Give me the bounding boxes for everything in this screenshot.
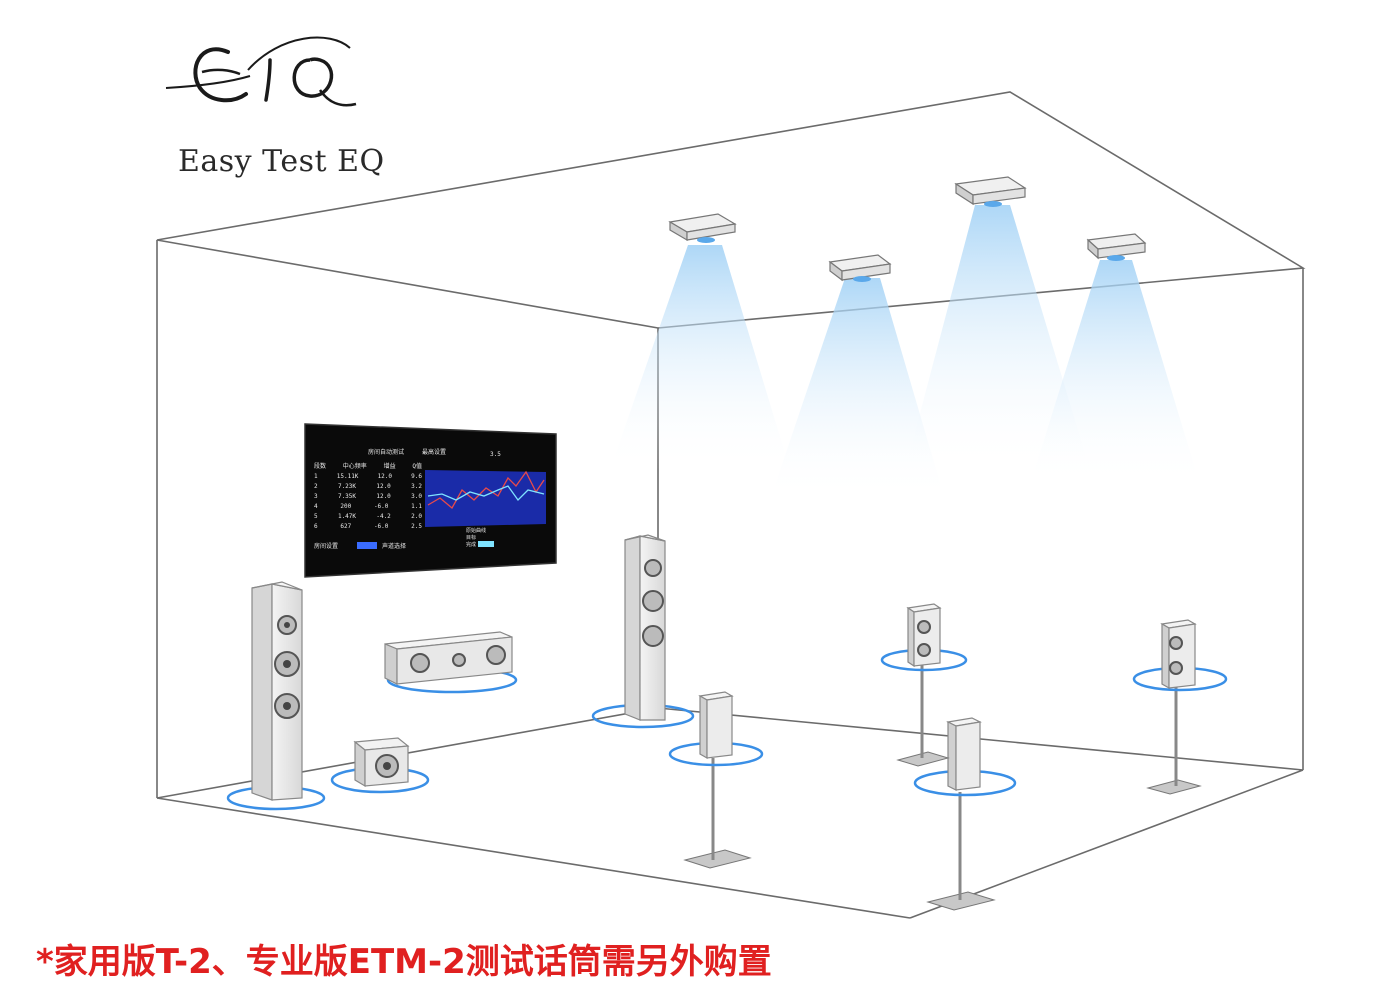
brand: Easy Test EQ xyxy=(160,30,390,180)
tv-table-cell: 1 xyxy=(314,473,318,480)
tv-screen-text: 房间自动测试 最高设置 3.5 段数 中心频率 增益 Q值 1 15.11K 12.… xyxy=(310,440,550,560)
tv-table-cell: 7.35K xyxy=(337,493,357,500)
tv-table-cell: 12.0 xyxy=(376,483,391,490)
tv-table-cell: 15.11K xyxy=(336,473,359,480)
tv-table-row: 2 7.23K 12.0 3.2 xyxy=(314,482,422,492)
tv-table-cell: 7.23K xyxy=(337,483,357,490)
tv-table-cell: 6 xyxy=(314,523,318,530)
center-driver-3 xyxy=(486,645,506,665)
tv-footer-left: 房间设置 xyxy=(314,543,339,550)
tv-table-cell: 627 xyxy=(340,523,352,530)
tv-table-cell: 1.47K xyxy=(337,513,357,520)
center-speaker xyxy=(384,631,518,694)
tv-table-header: 段数 中心频率 增益 Q值 xyxy=(314,463,422,470)
ceiling-speakers xyxy=(668,176,1147,282)
tv-table-cell: 12.0 xyxy=(376,493,391,500)
floor-front-left xyxy=(156,797,911,919)
etq-script-logo-icon xyxy=(165,36,357,107)
tv-graph-curve-cyan xyxy=(427,485,545,502)
subwoofer xyxy=(330,737,430,794)
tv-table-cell: 4 xyxy=(314,503,318,510)
tv-legend: 原始曲线 目标 完成 xyxy=(466,528,487,548)
tv-table-rows: 1 15.11K 12.0 9.6 2 7.23K 12.0 3.2 3 7.35K 12.0 3.0… xyxy=(314,472,422,532)
beam-3 xyxy=(905,205,1090,470)
beam-4 xyxy=(1030,260,1200,485)
right-tower-driver-3 xyxy=(642,625,664,647)
right-tower-speaker xyxy=(591,534,695,729)
stand-speaker-front-left xyxy=(668,691,764,869)
tv-table-cell: -6.0 xyxy=(373,503,389,510)
tv-corner-value: 3.5 xyxy=(490,451,501,458)
stand-speaker-rear-right xyxy=(1132,619,1228,795)
stand-base xyxy=(683,849,752,869)
tv-table-cell: 3.0 xyxy=(411,493,422,500)
center-driver-2 xyxy=(452,653,466,667)
tv-table-row: 3 7.35K 12.0 3.0 xyxy=(314,492,422,502)
tv-screen xyxy=(304,423,557,578)
brand-name: Easy Test EQ xyxy=(178,144,385,179)
tv-table-cell: 2.0 xyxy=(411,513,422,520)
right-tower-driver-1 xyxy=(644,559,662,577)
tv-title-right: 最高设置 xyxy=(422,449,447,456)
stand-speaker-front-right xyxy=(913,717,1017,911)
beam-2 xyxy=(770,278,945,500)
tv-table-cell: 2.5 xyxy=(411,523,422,530)
tv-table-cell: 3.2 xyxy=(411,483,422,490)
tv-highlight-cell xyxy=(357,542,377,549)
tv-table-cell: 12.0 xyxy=(377,473,393,480)
floor-front-right xyxy=(909,769,1304,919)
tv-footer-mid: 声道选择 xyxy=(382,543,407,550)
tv-table-cell: 9.6 xyxy=(411,473,422,480)
tv-table-cell: -4.2 xyxy=(376,513,391,520)
tv-graph-panel xyxy=(425,470,546,527)
ceiling-speaker-4 xyxy=(1086,233,1147,261)
stand-base xyxy=(926,891,996,911)
tv-table-cell: 200 xyxy=(340,503,352,510)
ceiling-speaker-2 xyxy=(828,254,892,282)
tv-table-cell: 1.1 xyxy=(411,503,422,510)
tv-table-row: 4 200 -6.0 1.1 xyxy=(314,502,422,512)
tv-table-row: 1 15.11K 12.0 9.6 xyxy=(314,472,422,482)
left-tower-speaker xyxy=(226,581,326,811)
tv-table-cell: 3 xyxy=(314,493,318,500)
tv-table-row: 5 1.47K -4.2 2.0 xyxy=(314,512,422,522)
right-tower-driver-2 xyxy=(642,590,664,612)
tv-table-row: 6 627 -6.0 2.5 xyxy=(314,522,422,532)
ceiling-speaker-1 xyxy=(668,213,737,243)
tv-title-left: 房间自动测试 xyxy=(368,449,405,456)
ceiling-speaker-3 xyxy=(954,176,1027,207)
tv-status-cell xyxy=(478,541,494,547)
tv-table-cell: 5 xyxy=(314,513,318,520)
ceiling-beams xyxy=(610,205,1200,500)
footnote: *家用版T-2、专业版ETM-2测试话筒需另外购置 xyxy=(36,942,772,982)
tv-table-cell: -6.0 xyxy=(373,523,389,530)
beam-1 xyxy=(610,245,790,470)
stand-speaker-rear-left xyxy=(880,603,968,767)
center-driver-1 xyxy=(410,653,430,673)
tv-table: 段数 中心频率 增益 Q值 1 15.11K 12.0 9.6 2 7.23K 12.0 3.… xyxy=(314,462,422,532)
stand-base xyxy=(1146,779,1202,795)
stand-base xyxy=(896,751,950,767)
tv-table-cell: 2 xyxy=(314,483,318,490)
